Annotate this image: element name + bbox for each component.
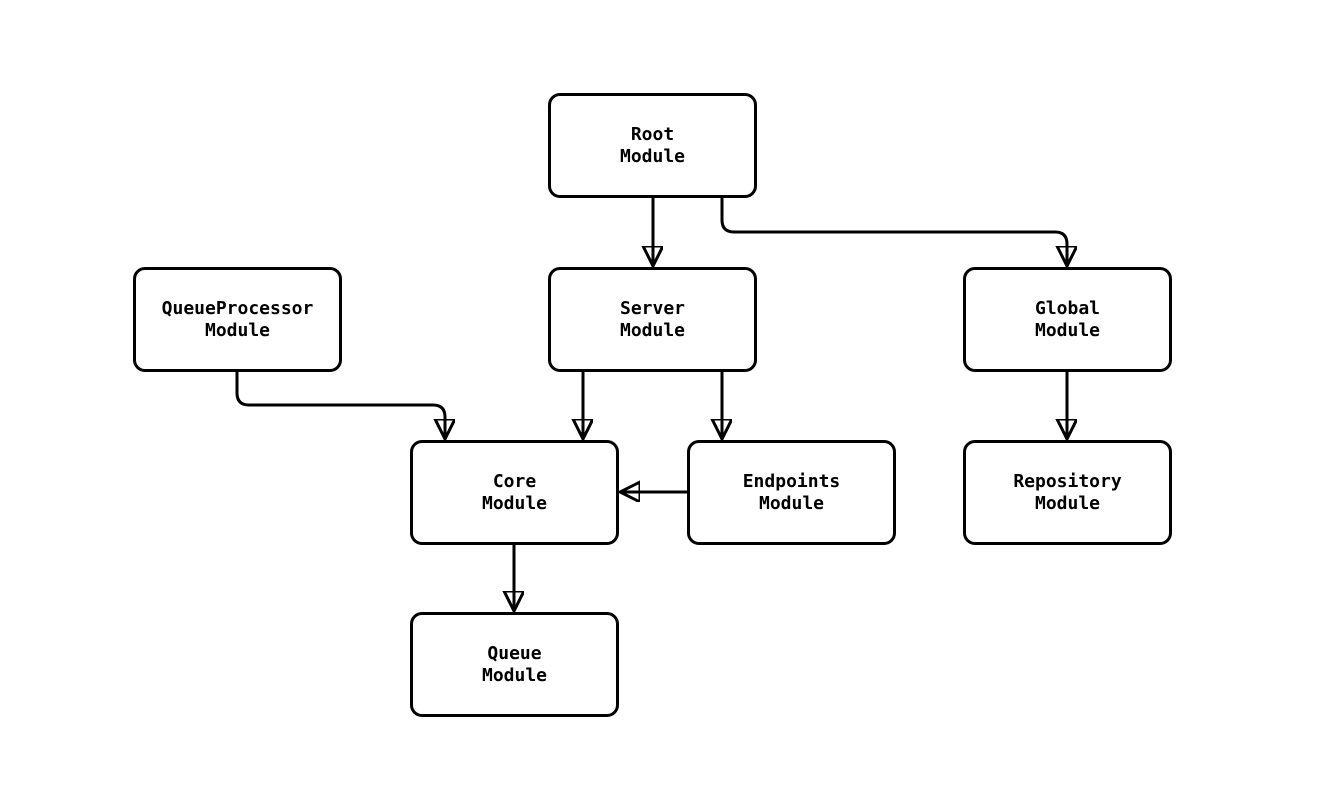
node-label-line2: Module xyxy=(481,492,548,514)
node-queue-module: Queue Module xyxy=(410,612,619,717)
node-label-line2: Module xyxy=(1034,319,1101,341)
node-root-module: Root Module xyxy=(548,93,757,198)
node-label-line1: Core xyxy=(492,470,537,492)
node-label-line2: Module xyxy=(619,145,686,167)
node-label-line1: Endpoints xyxy=(742,470,841,492)
node-label-line1: Queue xyxy=(487,642,542,664)
node-label-line1: Global xyxy=(1034,297,1101,319)
node-label-line1: Repository xyxy=(1013,470,1122,492)
node-label-line1: QueueProcessor xyxy=(161,297,314,319)
node-label-line2: Module xyxy=(1034,492,1101,514)
node-label-line2: Module xyxy=(481,664,548,686)
node-repository-module: Repository Module xyxy=(963,440,1172,545)
node-queueprocessor-module: QueueProcessor Module xyxy=(133,267,342,372)
node-label-line1: Server xyxy=(619,297,686,319)
node-global-module: Global Module xyxy=(963,267,1172,372)
node-label-line2: Module xyxy=(619,319,686,341)
edge-root-to-global xyxy=(720,198,1067,265)
node-server-module: Server Module xyxy=(548,267,757,372)
node-label-line1: Root xyxy=(630,123,675,145)
edge-queueprocessor-to-core xyxy=(235,372,445,438)
node-core-module: Core Module xyxy=(410,440,619,545)
node-endpoints-module: Endpoints Module xyxy=(687,440,896,545)
node-label-line2: Module xyxy=(758,492,825,514)
node-label-line2: Module xyxy=(204,319,271,341)
